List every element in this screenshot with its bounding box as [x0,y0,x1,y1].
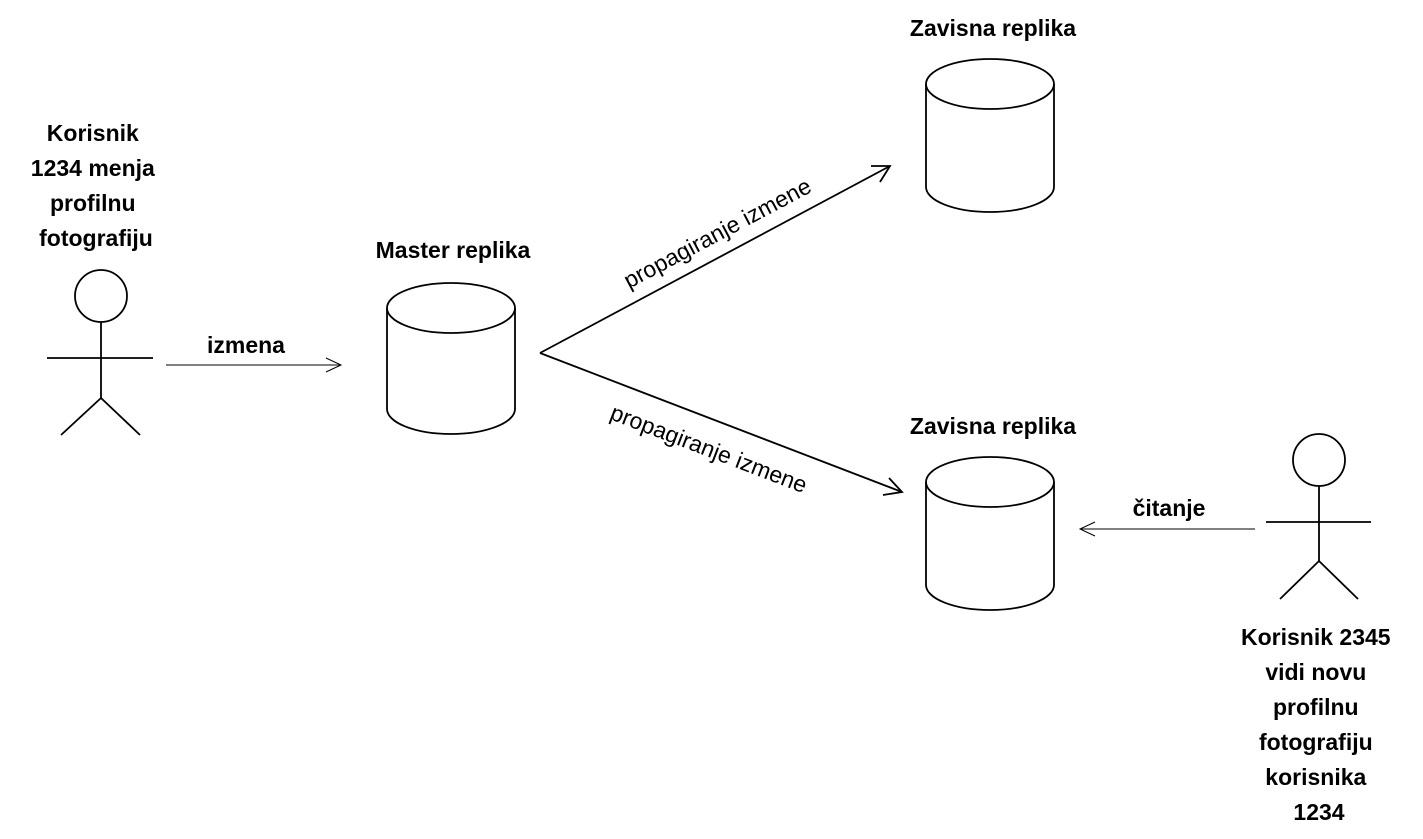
reader-stick-figure-icon [1266,433,1371,600]
propagate-bottom-arrow: propagiranje izmene [539,352,904,498]
propagate-bottom-arrow-label: propagiranje izmene [607,399,811,498]
read-arrow-label: čitanje [1133,495,1206,521]
reader-caption-line-6: 1234 [1293,799,1344,825]
reader-caption-line-4: fotografiju [1259,729,1373,755]
reader-head [1292,433,1346,487]
replica-top-label: Zavisna replika [910,15,1076,41]
writer-head [74,269,128,323]
replica-bottom-cylinder-top [925,456,1055,508]
propagate-bottom-arrow-head [882,477,904,496]
reader-right-leg [1318,560,1359,600]
replica-top-cylinder-top [925,58,1055,110]
master-database: Master replika [376,237,531,435]
propagate-top-arrow-line [539,165,891,354]
replica-top-cylinder-body [925,84,1055,213]
reader-caption-line-5: korisnika [1265,764,1366,790]
read-arrow-head [1078,521,1096,537]
reader-actor: Korisnik 2345 vidi novu profilnu fotogra… [1241,433,1397,825]
propagate-top-arrow-head [871,165,892,183]
change-arrow-head [325,357,343,373]
master-cylinder-top [386,282,516,334]
propagate-top-arrow: propagiranje izmene [539,165,892,354]
master-cylinder-body [386,308,516,435]
read-arrow: čitanje [1078,495,1255,537]
reader-left-leg [1279,560,1320,600]
reader-caption-line-2: vidi novu [1265,659,1366,685]
writer-caption: Korisnik 1234 menja profilnu fotografiju [31,120,161,251]
master-database-label: Master replika [376,237,531,263]
writer-caption-line-2: 1234 menja [31,155,155,181]
replica-bottom-label: Zavisna replika [910,413,1076,439]
replica-top-database: Zavisna replika [910,15,1076,213]
replica-bottom-cylinder-icon [925,456,1055,611]
writer-caption-line-3: profilnu [50,190,136,216]
writer-actor: Korisnik 1234 menja profilnu fotografiju [31,120,161,436]
master-database-cylinder-icon [386,282,516,435]
reader-caption-line-3: profilnu [1273,694,1359,720]
writer-caption-line-1: Korisnik [47,120,139,146]
writer-left-leg [60,397,102,436]
writer-caption-line-4: fotografiju [39,225,153,251]
replica-bottom-database: Zavisna replika [910,413,1076,611]
reader-caption: Korisnik 2345 vidi novu profilnu fotogra… [1241,624,1397,825]
propagate-top-arrow-label: propagiranje izmene [619,173,815,294]
replica-top-cylinder-icon [925,58,1055,213]
propagate-bottom-arrow-line [539,352,903,493]
writer-stick-figure-icon [47,269,153,436]
writer-right-leg [100,397,141,436]
change-arrow: izmena [166,332,343,373]
replica-bottom-cylinder-body [925,482,1055,611]
reader-caption-line-1: Korisnik 2345 [1241,624,1391,650]
change-arrow-label: izmena [207,332,285,358]
